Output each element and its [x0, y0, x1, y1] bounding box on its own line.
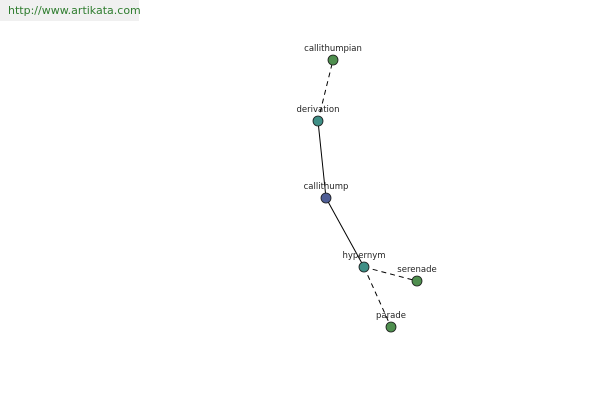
node-label-serenade: serenade	[397, 265, 436, 275]
node-label-hypernym: hypernym	[342, 251, 385, 261]
node-circle-callithumpian[interactable]	[327, 54, 339, 66]
node-circle-hypernym[interactable]	[358, 261, 370, 273]
edge-hypernym-parade	[363, 266, 392, 328]
node-circle-serenade[interactable]	[411, 275, 423, 287]
node-label-derivation: derivation	[296, 105, 339, 115]
node-serenade[interactable]: serenade	[397, 265, 437, 287]
nodes-layer: callithumpian derivation callithump hyperny…	[296, 44, 437, 333]
edge-derivation-callithumpian	[317, 59, 334, 122]
node-callithumpian[interactable]: callithumpian	[304, 44, 362, 66]
edges-layer	[317, 59, 418, 328]
edge-hypernym-serenade	[363, 266, 418, 282]
node-circle-callithump[interactable]	[320, 192, 332, 204]
node-parade[interactable]: parade	[376, 311, 406, 333]
node-circle-parade[interactable]	[385, 321, 397, 333]
node-circle-derivation[interactable]	[312, 115, 324, 127]
edge-callithump-derivation	[317, 120, 327, 199]
node-label-callithumpian: callithumpian	[304, 44, 362, 54]
node-hypernym[interactable]: hypernym	[342, 251, 386, 273]
edge-callithump-hypernym	[325, 197, 365, 268]
node-label-parade: parade	[376, 311, 406, 321]
node-derivation[interactable]: derivation	[296, 105, 340, 127]
node-label-callithump: callithump	[304, 182, 349, 192]
node-callithump[interactable]: callithump	[304, 182, 349, 204]
site-url-link[interactable]: http://www.artikata.com	[0, 0, 141, 21]
